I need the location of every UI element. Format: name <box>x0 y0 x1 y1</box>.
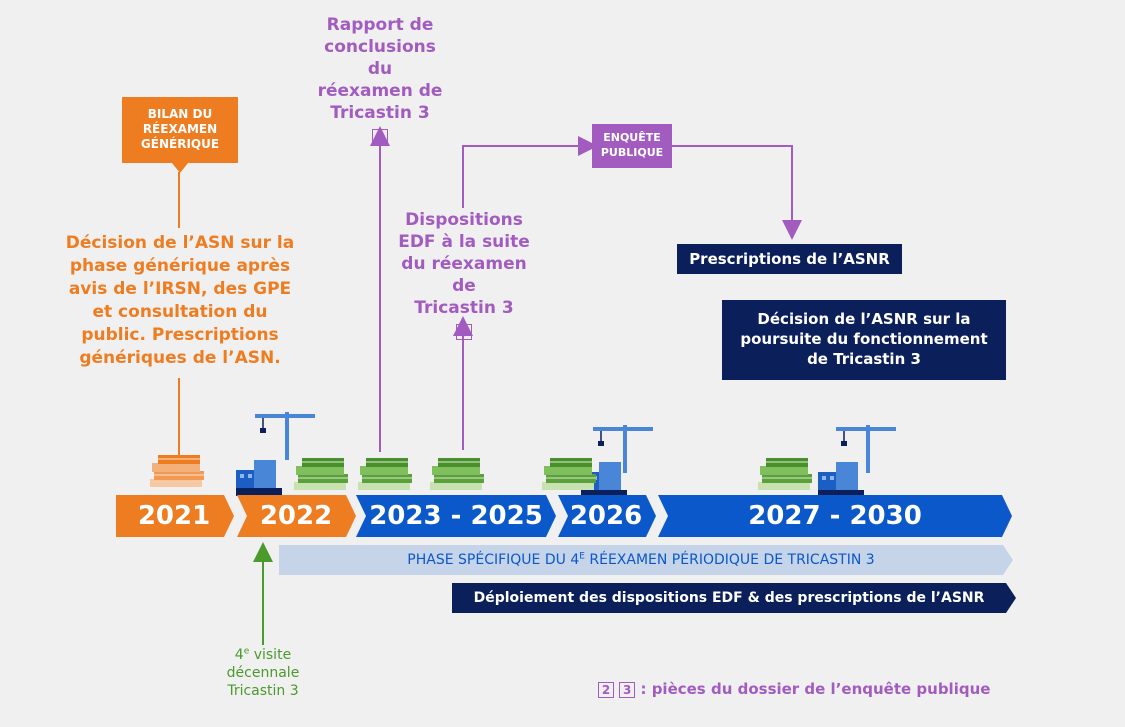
deploiement-text: Déploiement des dispositions EDF & des p… <box>473 590 985 606</box>
year-2021: 2021 <box>137 501 211 531</box>
decision-asnr-line: poursuite du fonctionnement <box>740 330 988 348</box>
decision-asnr-line: Décision de l’ASNR sur la <box>757 310 971 328</box>
legend: 2 3 : pièces du dossier de l’enquête pub… <box>598 679 1018 699</box>
phase-text-part: PHASE SPÉCIFIQUE DU 4 <box>407 552 580 568</box>
year-2026-arrow <box>558 495 656 537</box>
year-arrows <box>116 495 1012 537</box>
phase-text-sup: E <box>579 551 585 562</box>
visite-text: 4e visite décennale Tricastin 3 <box>205 646 321 700</box>
enquete-tag-line: ENQUÊTE <box>603 131 661 144</box>
decision-asn-line: avis de l’IRSN, des GPE <box>68 279 292 299</box>
dispositions-text: Dispositions EDF à la suite du réexamen … <box>398 209 530 343</box>
dispositions-number-badge: 3 <box>456 324 472 340</box>
legend-text: : pièces du dossier de l’enquête publiqu… <box>640 680 991 698</box>
visite-line: Tricastin 3 <box>227 683 299 699</box>
legend-number-badge: 2 <box>598 681 614 698</box>
rapport-line: Rapport de <box>326 15 434 35</box>
rapport-line: Tricastin 3 <box>330 103 430 123</box>
decision-asn-line: phase générique après <box>69 256 291 276</box>
year-2021-arrow <box>116 495 234 537</box>
enquete-arrow <box>462 136 598 208</box>
year-2027-arrow <box>658 495 1012 537</box>
rapport-text: Rapport de conclusions du réexamen de Tr… <box>310 14 450 148</box>
dispositions-line: EDF à la suite <box>398 232 530 252</box>
bilan-tag-shape <box>122 97 238 173</box>
phase-band-text: PHASE SPÉCIFIQUE DU 4E RÉEXAMEN PÉRIODIQ… <box>279 545 1003 575</box>
bilan-tag-line: RÉEXAMEN <box>142 122 218 136</box>
year-2022: 2022 <box>259 501 333 531</box>
deploiement-band-shape <box>452 583 1016 613</box>
dispositions-line: du réexamen de <box>401 254 527 296</box>
visite-line: 4e visite <box>234 646 292 663</box>
dispositions-line: Tricastin 3 <box>414 298 514 318</box>
rapport-line: conclusions du <box>324 37 436 79</box>
decision-asn-line: Décision de l’ASN sur la <box>65 233 295 253</box>
year-2026: 2026 <box>569 501 643 531</box>
rapport-line: réexamen de <box>317 81 443 101</box>
decision-asnr-box: Décision de l’ASNR sur la poursuite du f… <box>722 300 1006 380</box>
rapport-number-badge: 2 <box>372 129 388 145</box>
decision-asn-text: Décision de l’ASN sur la phase générique… <box>62 232 298 370</box>
dispositions-line: Dispositions <box>405 210 523 230</box>
year-2023-arrow <box>356 495 556 537</box>
enquete-tag: ENQUÊTE PUBLIQUE <box>592 124 672 168</box>
decision-asn-line: génériques de l’ASN. <box>79 348 281 368</box>
year-2023-2025: 2023 - 2025 <box>369 501 543 531</box>
bilan-tag-line: GÉNÉRIQUE <box>140 137 220 151</box>
decision-asn-line: et consultation du <box>92 302 268 322</box>
bilan-tag-line: BILAN DU <box>147 107 213 121</box>
legend-number-badge: 3 <box>619 681 636 698</box>
enquete-tag-line: PUBLIQUE <box>600 146 664 159</box>
visite-line: décennale <box>226 665 300 681</box>
bilan-tag: BILAN DU RÉEXAMEN GÉNÉRIQUE <box>122 107 238 152</box>
decision-asn-line: public. Prescriptions <box>81 325 279 345</box>
phase-text-part: RÉEXAMEN PÉRIODIQUE DE TRICASTIN 3 <box>584 552 875 568</box>
prescriptions-arrow <box>672 145 802 240</box>
decision-asnr-line: de Tricastin 3 <box>807 350 921 368</box>
year-2022-arrow <box>237 495 356 537</box>
phase-band-shape <box>279 545 1013 575</box>
year-2027-2030: 2027 - 2030 <box>748 501 922 531</box>
prescriptions-asnr-box: Prescriptions de l’ASNR <box>677 244 902 274</box>
